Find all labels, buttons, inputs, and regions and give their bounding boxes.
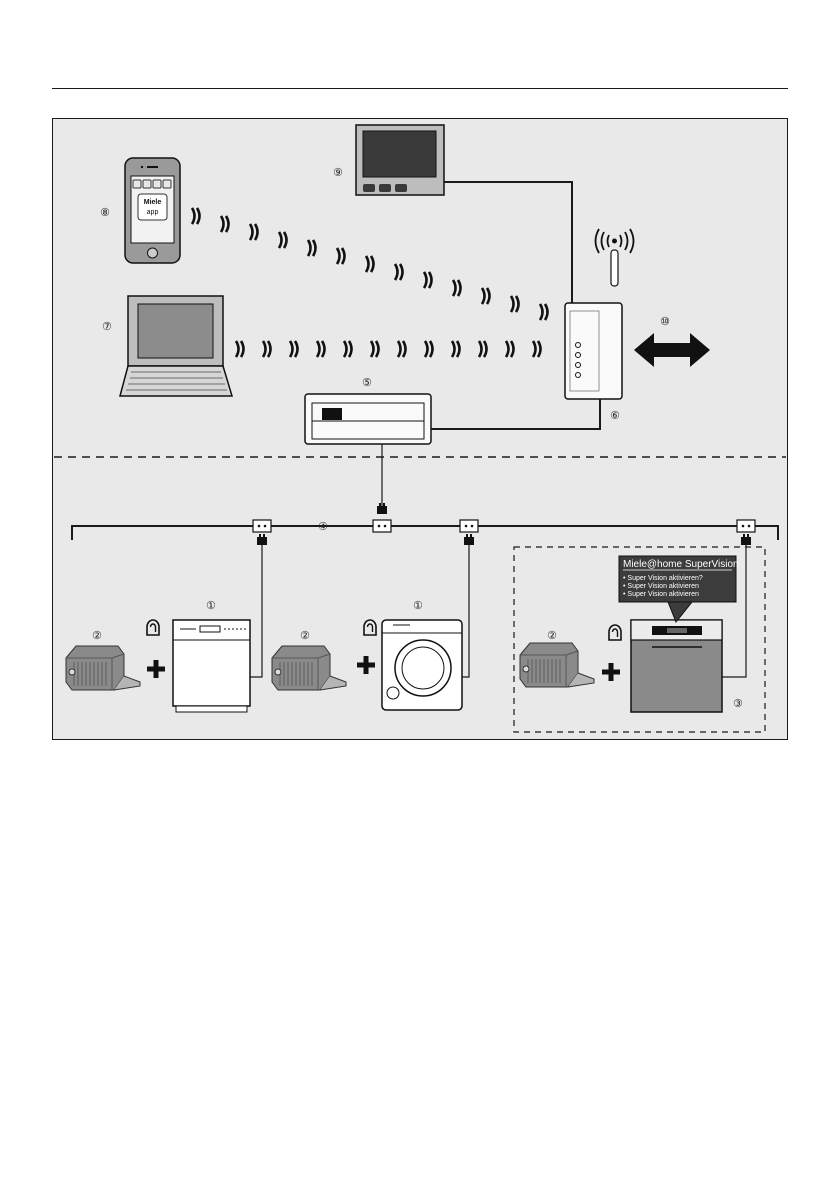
callout-2c: ② bbox=[547, 630, 557, 642]
bus-sockets bbox=[252, 503, 756, 545]
callout-1b: ① bbox=[413, 600, 423, 612]
laptop bbox=[119, 295, 234, 397]
callout-10: ⑩ bbox=[660, 316, 670, 328]
wifi-signal-laptop bbox=[234, 339, 542, 359]
callout-2a: ② bbox=[92, 630, 102, 642]
wifi-signal-phone bbox=[190, 206, 549, 322]
callout-4: ④ bbox=[318, 521, 328, 533]
plug-icon-3 bbox=[608, 624, 622, 641]
phone-app-label: app bbox=[147, 209, 159, 216]
gateway-router-cable bbox=[431, 399, 601, 430]
phone-app-logo: Miele bbox=[144, 199, 162, 206]
communication-module-2 bbox=[271, 645, 347, 691]
supervision-zone bbox=[513, 546, 766, 733]
callout-6: ⑥ bbox=[610, 410, 620, 422]
callout-2b: ② bbox=[300, 630, 310, 642]
callout-7: ⑦ bbox=[102, 321, 112, 333]
callout-5: ⑤ bbox=[362, 377, 372, 389]
supervision-title: Miele@home SuperVision bbox=[623, 559, 739, 570]
supervision-line-1: • Super Vision aktivieren? bbox=[623, 575, 703, 582]
dishwasher-cable bbox=[250, 545, 263, 678]
plug-icon-1 bbox=[146, 619, 160, 636]
monitor-cable bbox=[444, 181, 573, 303]
communication-module-3 bbox=[519, 642, 595, 688]
communication-module-1 bbox=[65, 645, 141, 691]
oven bbox=[630, 619, 723, 713]
page-top-rule bbox=[52, 88, 788, 89]
callout-1a: ① bbox=[206, 600, 216, 612]
smartphone bbox=[124, 157, 181, 264]
oven-cable bbox=[722, 545, 747, 678]
plus-icon-3 bbox=[602, 663, 620, 681]
washer-cable bbox=[462, 545, 470, 678]
plug-icon-2 bbox=[363, 619, 377, 636]
callout-3: ③ bbox=[733, 698, 743, 710]
touch-monitor bbox=[355, 124, 445, 196]
home-gateway bbox=[304, 393, 432, 445]
dishwasher bbox=[172, 619, 251, 713]
internet-double-arrow-icon bbox=[634, 333, 710, 367]
wifi-router bbox=[564, 302, 623, 400]
antenna-icon bbox=[594, 228, 635, 287]
washing-machine bbox=[381, 619, 463, 711]
plus-icon-1 bbox=[147, 660, 165, 678]
supervision-display bbox=[618, 555, 737, 623]
callout-9: ⑨ bbox=[333, 167, 343, 179]
supervision-line-3: • Super Vision aktivieren bbox=[623, 591, 699, 598]
supervision-line-2: • Super Vision aktivieren bbox=[623, 583, 699, 590]
plus-icon-2 bbox=[357, 656, 375, 674]
callout-8: ⑧ bbox=[100, 207, 110, 219]
powerline-bus bbox=[71, 525, 779, 540]
